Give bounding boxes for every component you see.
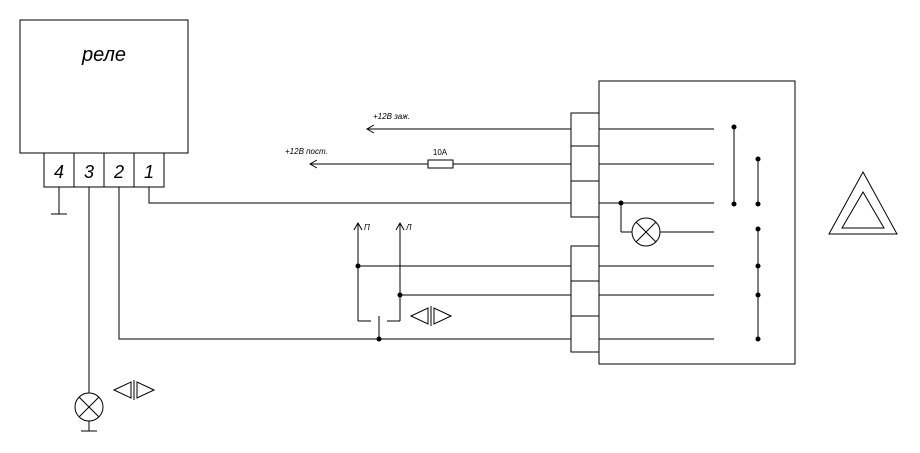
switch-connector-lower [570,245,600,353]
turn-signal-arrows-icon [409,306,453,326]
ignition-line: +12В заж. [365,112,571,134]
hazard-switch-body [598,80,796,365]
lamp-icon [631,217,661,247]
relay-pin-2: 2 [113,162,124,182]
turn-signal-arrows-icon [112,380,156,400]
constant-line: +12В пост. 10А [285,147,571,169]
hazard-triangle-icon [828,170,898,235]
pin2-wire [118,187,571,340]
ground-icon [51,187,67,215]
right-label: П [364,223,370,232]
fuse-label: 10А [433,148,448,157]
relay-block: реле 4 3 2 1 [19,19,189,188]
fuse [427,159,454,169]
left-label: Л [405,223,412,232]
relay-title: реле [81,44,126,66]
relay-pin-4: 4 [54,162,64,182]
relay-body [19,19,189,154]
hazard-switch [570,80,796,365]
pin1-wire [148,187,571,204]
lamp-icon [74,392,104,422]
turn-outputs: П Л [353,221,571,339]
switch-connector-upper [570,112,600,218]
relay-pin-1: 1 [144,162,154,182]
ignition-label: +12В заж. [373,112,410,121]
relay-pin-3: 3 [84,162,94,182]
constant-label: +12В пост. [285,147,328,156]
pin3-lamp-circuit [74,187,104,432]
